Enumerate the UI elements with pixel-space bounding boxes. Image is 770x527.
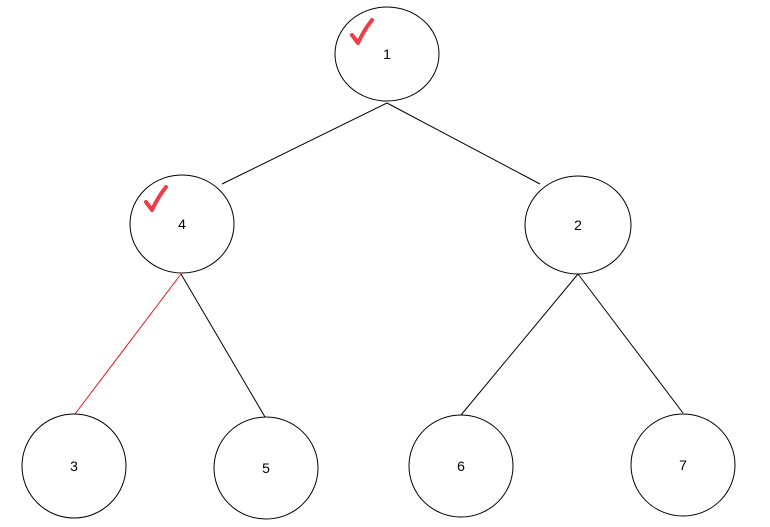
nodes-layer: 1 4 2 3 5 6 7 bbox=[21, 6, 736, 520]
node-label: 4 bbox=[178, 216, 186, 232]
node-circle bbox=[21, 413, 127, 519]
node-label: 1 bbox=[383, 46, 391, 62]
node-circle bbox=[630, 413, 736, 517]
node-circle bbox=[408, 414, 514, 518]
node-circle bbox=[524, 175, 632, 275]
edge-1-4 bbox=[221, 102, 388, 185]
node-label: 2 bbox=[574, 217, 582, 233]
node-circle bbox=[334, 6, 440, 102]
node-label: 6 bbox=[457, 458, 465, 474]
tree-node-7: 7 bbox=[630, 413, 736, 517]
edge-4-5 bbox=[180, 273, 266, 418]
checkmark-icon bbox=[350, 18, 374, 45]
edge-4-3-highlighted bbox=[74, 273, 182, 415]
edge-1-2 bbox=[386, 102, 541, 185]
tree-node-3: 3 bbox=[21, 413, 127, 519]
tree-node-6: 6 bbox=[408, 414, 514, 518]
tree-node-5: 5 bbox=[213, 416, 319, 520]
node-label: 5 bbox=[262, 460, 270, 476]
tree-node-2: 2 bbox=[524, 175, 632, 275]
tree-node-1: 1 bbox=[334, 6, 440, 102]
edge-2-7 bbox=[577, 273, 684, 414]
edge-2-6 bbox=[460, 273, 579, 416]
node-label: 7 bbox=[679, 457, 687, 473]
tree-node-4: 4 bbox=[129, 174, 235, 274]
node-label: 3 bbox=[70, 458, 78, 474]
node-circle bbox=[213, 416, 319, 520]
edges-layer bbox=[74, 102, 684, 418]
checkmark-icon bbox=[144, 185, 168, 212]
